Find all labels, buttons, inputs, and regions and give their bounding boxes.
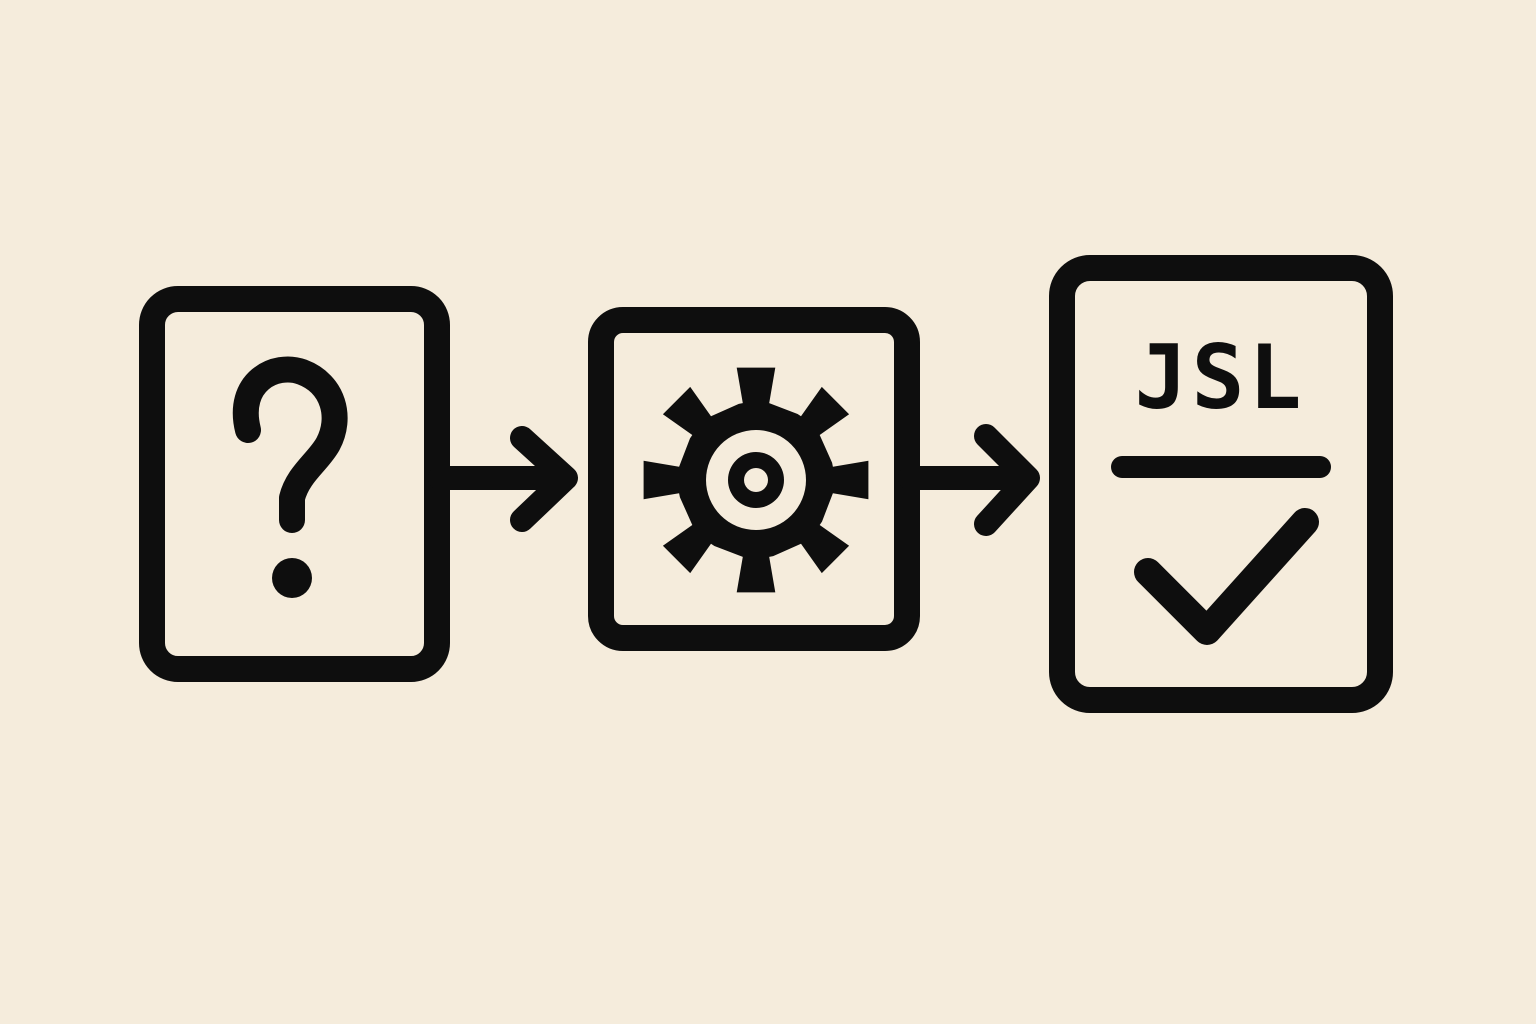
step-input [139,286,450,682]
arrow-right-icon [898,424,1040,536]
gear-icon [643,367,869,593]
arrow-right-icon [428,426,578,532]
output-box [1049,255,1393,713]
question-mark-icon [232,356,348,598]
gear-hole [744,468,768,492]
output-label: JSL [1135,326,1306,429]
step-output: JSL [1049,255,1393,713]
step-process [588,307,920,651]
check-icon [1134,508,1319,645]
